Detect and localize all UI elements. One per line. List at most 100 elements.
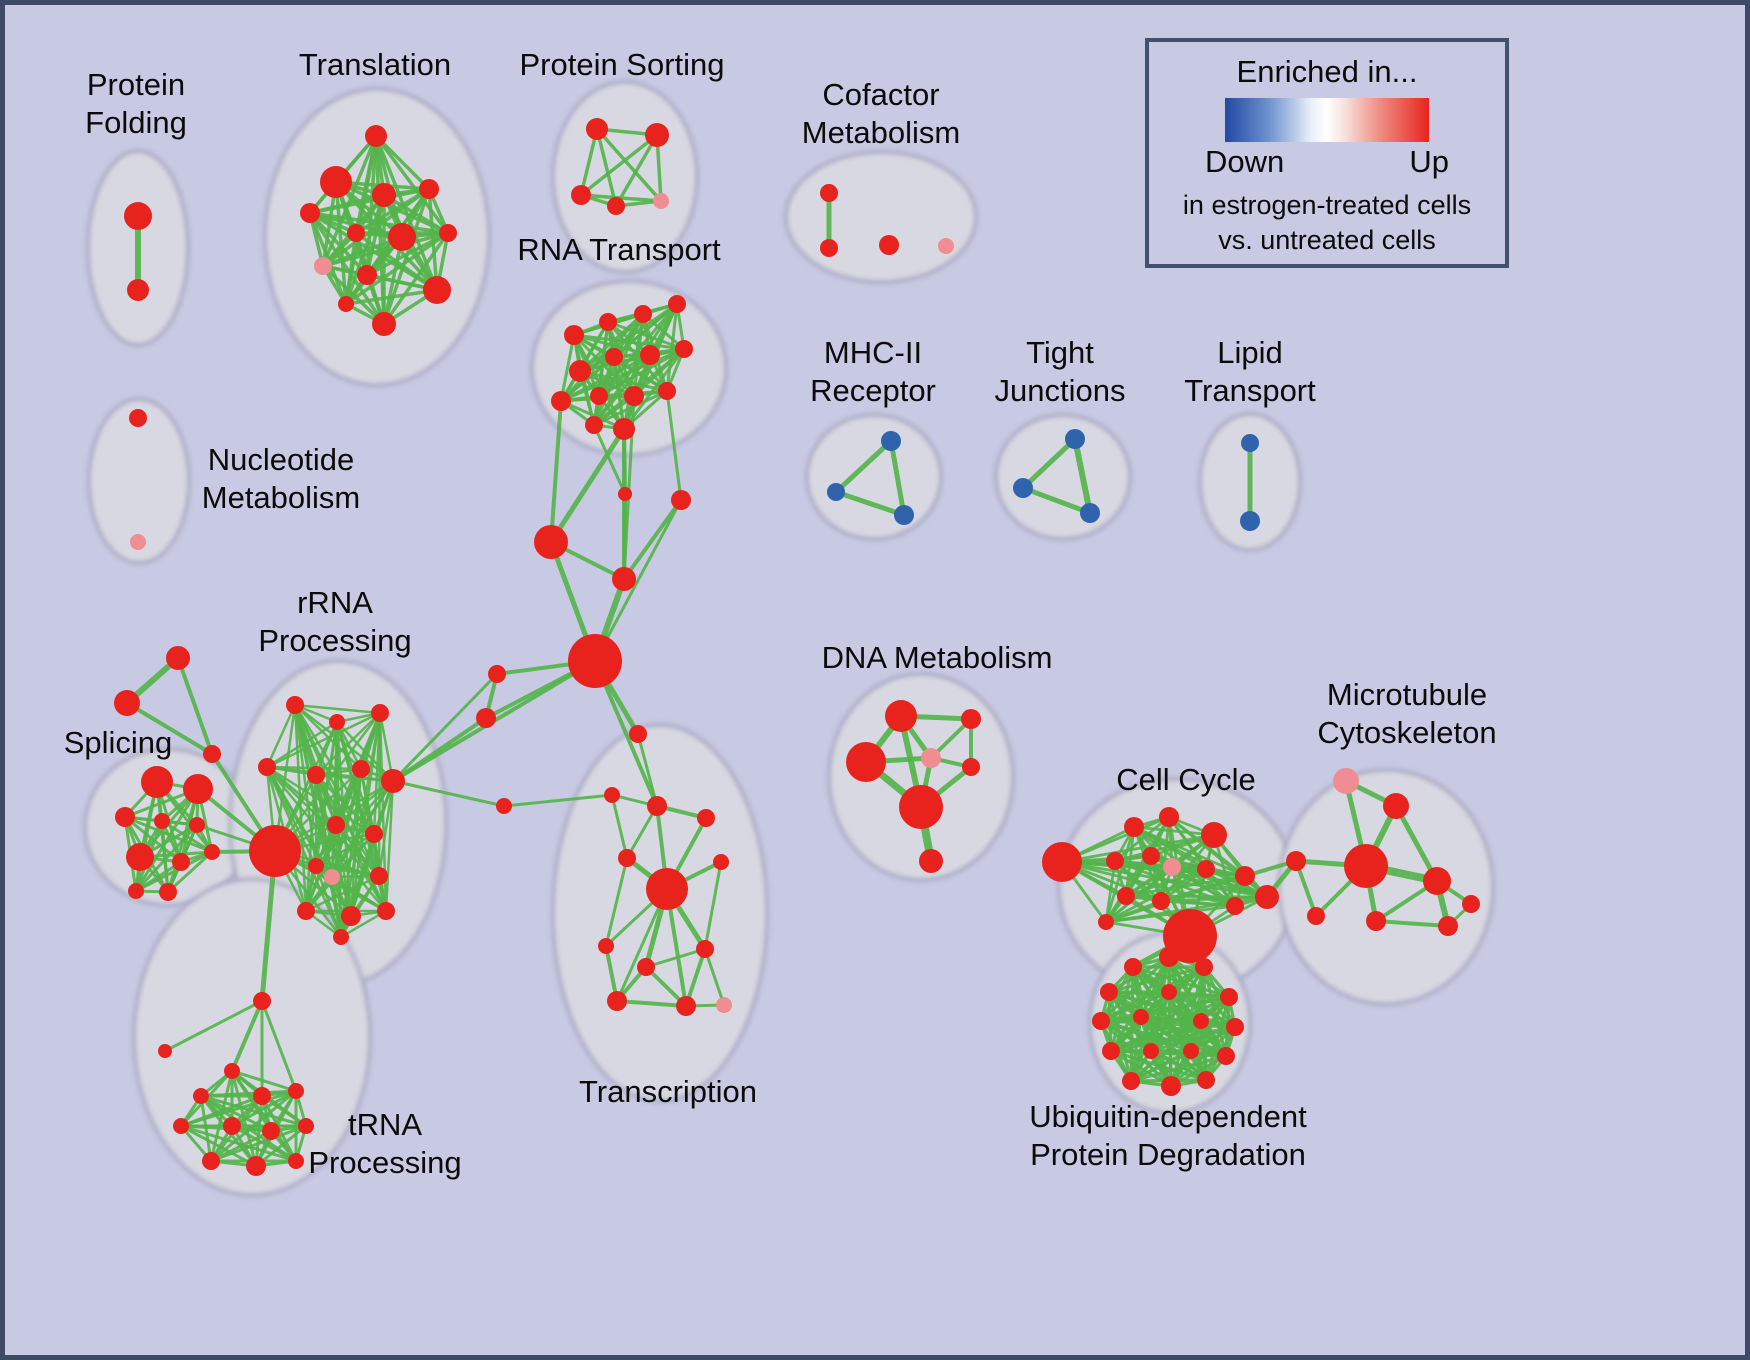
network-node-microtubule-cytoskeleton-1 (1383, 793, 1409, 819)
network-node-dna-metabolism-3 (921, 748, 941, 768)
network-node-trna-processing-9 (246, 1156, 266, 1176)
network-node-nucleotide-metabolism-1 (130, 534, 146, 550)
network-edge (684, 947, 707, 1008)
cluster-label-cofactor-metabolism: Cofactor (822, 77, 939, 112)
network-edge (134, 787, 200, 893)
network-node-ubiquitin-degradation-13 (1217, 1047, 1235, 1065)
network-edge (1099, 990, 1171, 1023)
network-edge (1199, 1019, 1208, 1082)
network-edge (321, 231, 450, 268)
network-node-microtubule-cytoskeleton-5 (1307, 907, 1325, 925)
legend-down-label: Down (1205, 144, 1285, 179)
cluster-ellipse-trna-processing (132, 877, 372, 1197)
legend-title: Enriched in... (1236, 54, 1418, 89)
network-edge (1113, 815, 1171, 863)
network-edge (597, 347, 686, 398)
network-node-connectors-7 (496, 798, 512, 814)
network-edge (179, 1124, 298, 1163)
network-node-trna-processing-8 (202, 1152, 220, 1170)
network-node-ubiquitin-degradation-9 (1226, 1018, 1244, 1036)
network-edge (888, 438, 907, 518)
network-node-transcription-10 (607, 991, 627, 1011)
network-edge (230, 1069, 298, 1093)
network-edge (260, 999, 298, 1093)
network-node-protein-sorting-2 (571, 185, 591, 205)
network-edge (391, 779, 506, 808)
network-node-connectors-10 (203, 745, 221, 763)
network-node-protein-folding-0 (124, 202, 152, 230)
network-edge (382, 231, 450, 326)
network-node-rrna-processing-16 (333, 929, 349, 945)
network-node-connectors-11 (253, 992, 271, 1010)
network-node-ubiquitin-degradation-5 (1220, 988, 1238, 1006)
network-node-rna-transport-1 (599, 313, 617, 331)
network-node-rrna-processing-1 (329, 714, 345, 730)
network-node-microtubule-cytoskeleton-0 (1333, 768, 1359, 794)
network-node-protein-sorting-3 (607, 197, 625, 215)
network-node-ubiquitin-degradation-0 (1159, 947, 1179, 967)
network-edge (579, 127, 599, 197)
network-edge (1104, 899, 1163, 924)
network-edge (344, 231, 358, 306)
network-node-splicing-5 (126, 843, 154, 871)
network-node-connectors-1 (671, 490, 691, 510)
network-node-microtubule-cytoskeleton-8 (1462, 895, 1480, 913)
cluster-label-rna-transport: RNA Transport (517, 232, 721, 267)
network-edge (1149, 1049, 1208, 1082)
network-edge (230, 999, 264, 1073)
network-node-rna-transport-12 (613, 418, 635, 440)
network-edge (304, 874, 381, 913)
network-node-rrna-processing-2 (371, 704, 389, 722)
network-edge (592, 389, 669, 427)
network-edge (612, 355, 669, 393)
network-edge (377, 779, 395, 878)
network-node-transcription-11 (676, 996, 696, 1016)
network-node-splicing-2 (115, 807, 135, 827)
cluster-label-tight-junctions: Tight (1026, 335, 1094, 370)
network-node-protein-sorting-1 (645, 123, 669, 147)
network-edge (344, 231, 450, 306)
network-node-splicing-6 (172, 853, 190, 871)
network-edge (578, 369, 669, 393)
network-node-connectors-4 (568, 634, 622, 688)
network-node-rna-transport-5 (640, 345, 660, 365)
network-node-rrna-processing-8 (327, 816, 345, 834)
network-node-transcription-6 (713, 854, 729, 870)
network-node-rrna-processing-6 (381, 769, 405, 793)
network-edge (610, 793, 629, 860)
cluster-label-mhc-ii-receptor: MHC-II (824, 335, 922, 370)
network-node-trna-processing-6 (262, 1122, 280, 1140)
network-edge (209, 1124, 308, 1163)
network-node-cell-cycle-4 (1106, 852, 1124, 870)
network-node-transcription-12 (716, 997, 732, 1013)
network-edge (579, 133, 659, 197)
network-edge (391, 716, 488, 783)
network-node-connectors-9 (114, 690, 140, 716)
network-node-rrna-processing-4 (307, 766, 325, 784)
network-node-nucleotide-metabolism-0 (129, 409, 147, 427)
network-edge (1139, 995, 1231, 1019)
network-node-translation-0 (365, 125, 387, 147)
network-node-transcription-3 (697, 809, 715, 827)
network-edge (314, 773, 395, 783)
network-node-trna-processing-0 (224, 1063, 240, 1079)
network-node-splicing-7 (204, 844, 220, 860)
network-node-rna-transport-0 (564, 325, 584, 345)
network-node-ubiquitin-degradation-14 (1122, 1072, 1140, 1090)
network-node-cofactor-metabolism-0 (820, 184, 838, 202)
cluster-label-microtubule-cytoskeleton: Microtubule (1327, 677, 1487, 712)
network-edge (612, 355, 626, 431)
network-node-ubiquitin-degradation-7 (1133, 1009, 1149, 1025)
network-edge (1107, 965, 1206, 994)
network-node-trna-processing-3 (288, 1083, 304, 1099)
network-node-cell-cycle-6 (1163, 858, 1181, 876)
cluster-label-dna-metabolism: DNA Metabolism (822, 640, 1053, 675)
network-node-microtubule-cytoskeleton-7 (1438, 916, 1458, 936)
network-node-lipid-transport-0 (1241, 434, 1259, 452)
cluster-ellipse-mhc-ii-receptor (805, 413, 943, 541)
network-node-dna-metabolism-0 (885, 700, 917, 732)
network-edge (374, 134, 450, 235)
network-node-microtubule-cytoskeleton-6 (1366, 911, 1386, 931)
network-node-microtubule-cytoskeleton-4 (1423, 867, 1451, 895)
network-edge (344, 288, 439, 306)
